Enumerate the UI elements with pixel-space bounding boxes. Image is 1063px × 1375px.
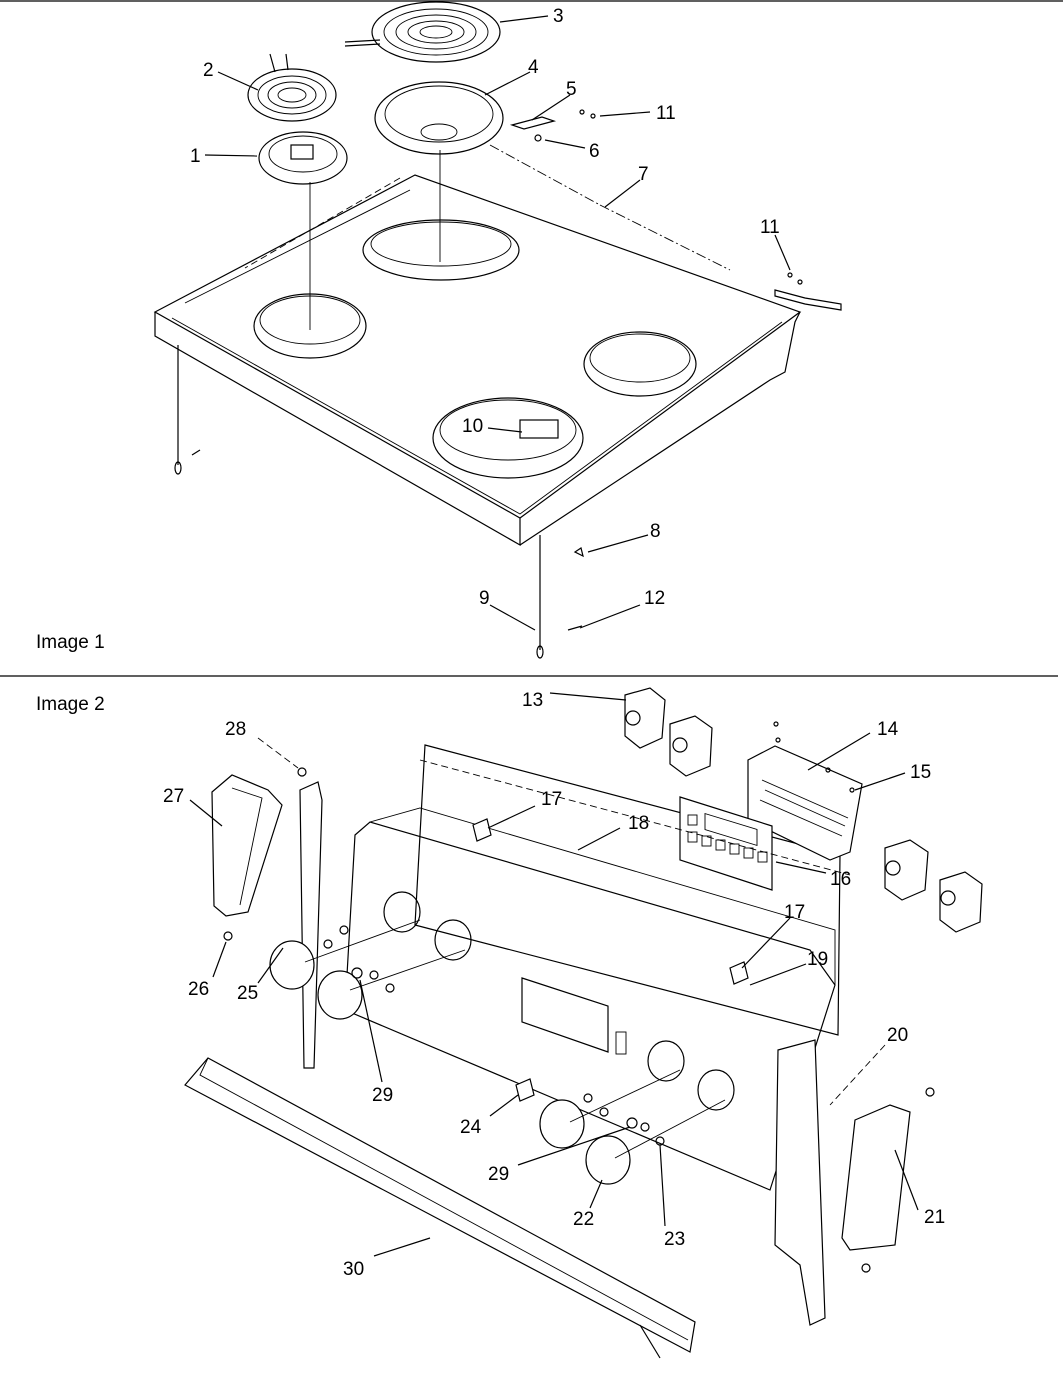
- callout-29: 29: [488, 1164, 509, 1185]
- knob-hole: [647, 1040, 685, 1082]
- control-panel-assembly: [184, 687, 983, 1359]
- callout-17: 17: [784, 902, 805, 923]
- callout-24: 24: [460, 1117, 482, 1138]
- clip: [472, 818, 492, 842]
- callout-7: 7: [638, 164, 649, 185]
- callout-6: 6: [589, 141, 600, 162]
- touchpad-overlay: [679, 796, 773, 891]
- callout-27: 27: [163, 786, 184, 807]
- control-knob: [269, 940, 315, 990]
- burner-opening-left-rear: [362, 219, 520, 281]
- control-knob: [539, 1099, 585, 1149]
- drip-bowl-large: [374, 81, 504, 155]
- bracket-right: [774, 289, 842, 311]
- control-knob: [585, 1135, 631, 1185]
- callout-25: 25: [237, 983, 258, 1004]
- surface-element-large: [371, 1, 501, 63]
- callout-18: 18: [628, 813, 649, 834]
- clip: [573, 547, 584, 558]
- image-2-label: Image 2: [36, 694, 105, 715]
- callout-20: 20: [887, 1025, 908, 1046]
- drip-bowl-small: [258, 131, 348, 185]
- callout-21: 21: [924, 1207, 945, 1228]
- receptacle: [519, 419, 559, 439]
- callout-numbers: 1 2 3 4 5 6 7 8 9 10 11 11 12 13 14 15 1…: [163, 6, 945, 1280]
- infinite-switch: [624, 687, 983, 933]
- side-bracket-left: [299, 781, 323, 1069]
- callout-29: 29: [372, 1085, 393, 1106]
- callout-19: 19: [807, 949, 828, 970]
- knob-hole: [697, 1069, 735, 1111]
- cooktop-assembly: [153, 1, 842, 659]
- callout-14: 14: [877, 719, 899, 740]
- control-knob: [317, 970, 363, 1020]
- callout-3: 3: [553, 6, 564, 27]
- callout-9: 9: [479, 588, 490, 609]
- cooktop-rear-edge: [184, 189, 411, 304]
- end-cap-right: [841, 1104, 911, 1251]
- callout-16: 16: [830, 869, 851, 890]
- callout-12: 12: [644, 588, 665, 609]
- burner-opening-right-rear: [583, 331, 697, 397]
- callout-26: 26: [188, 979, 209, 1000]
- end-cap-left: [211, 774, 283, 917]
- knob-hole: [383, 891, 421, 933]
- display-window: [521, 977, 609, 1053]
- image-1-label: Image 1: [36, 632, 105, 653]
- callout-5: 5: [566, 79, 577, 100]
- callout-15: 15: [910, 762, 931, 783]
- surface-element-small: [247, 68, 337, 122]
- callout-4: 4: [528, 57, 539, 78]
- cooktop-inner-edge: [171, 317, 783, 515]
- callout-1: 1: [190, 146, 201, 167]
- cooktop-surface: [153, 174, 802, 519]
- screws: [223, 767, 935, 1273]
- callout-28: 28: [225, 719, 246, 740]
- callout-30: 30: [343, 1259, 364, 1280]
- knob-hole: [434, 919, 472, 961]
- cooktop-front-lip: [154, 312, 521, 547]
- screw: [567, 625, 583, 631]
- burner-opening-right-front: [432, 397, 584, 479]
- callout-23: 23: [664, 1229, 685, 1250]
- callout-2: 2: [203, 60, 214, 81]
- callout-10: 10: [462, 416, 483, 437]
- callout-13: 13: [522, 690, 543, 711]
- callout-22: 22: [573, 1209, 594, 1230]
- callout-8: 8: [650, 521, 661, 542]
- clip: [729, 961, 749, 985]
- cooktop-right-lip: [519, 311, 801, 546]
- callout-11: 11: [656, 103, 676, 124]
- callout-17: 17: [541, 789, 562, 810]
- side-bracket-right: [774, 1039, 826, 1326]
- callout-11: 11: [760, 217, 780, 238]
- clip: [515, 1078, 535, 1102]
